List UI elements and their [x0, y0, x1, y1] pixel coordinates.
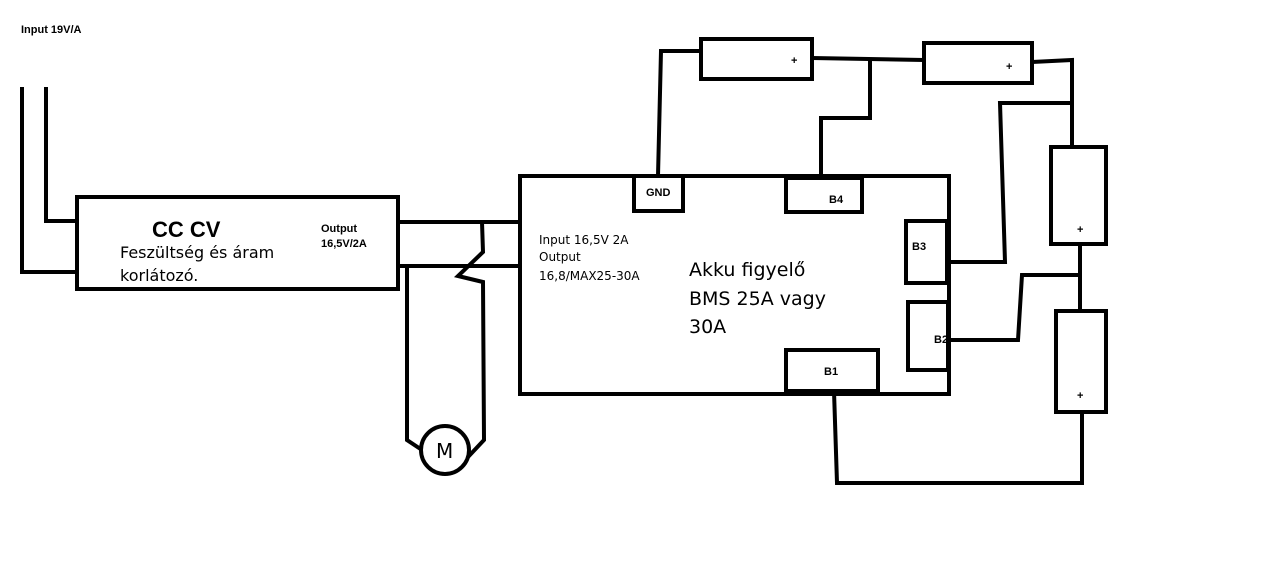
b4-label: B4: [829, 194, 844, 206]
input-label: Input 19V/A: [21, 24, 82, 36]
b3-terminal: [904, 219, 949, 285]
b2-wire: [948, 273, 1080, 342]
motor-wire-left: [405, 266, 424, 452]
bms-desc-line3: 30A: [689, 316, 726, 338]
cccv-desc-line1: Feszültség és áram: [120, 243, 274, 262]
input-wire-2: [44, 87, 77, 223]
battery-cell-4: [1054, 309, 1108, 414]
motor-label: M: [436, 439, 453, 463]
cell-2-plus: +: [1006, 61, 1012, 73]
cccv-output-line2: 16,5V/2A: [321, 238, 367, 250]
gnd-label: GND: [646, 187, 671, 199]
battery-cell-1: [699, 37, 814, 81]
motor-circle: [419, 424, 471, 476]
bms-io-line1: Input 16,5V 2A: [539, 233, 629, 247]
b3-wire: [947, 101, 1072, 264]
b3-label: B3: [912, 241, 926, 253]
b4-terminal: [784, 176, 864, 214]
b1-wire: [832, 390, 1084, 485]
bms-io-line3: 16,8/MAX25-30A: [539, 269, 640, 283]
bms-io-line2: Output: [539, 250, 581, 264]
cell-4-plus: +: [1077, 390, 1083, 402]
battery-cell-2: [922, 41, 1034, 85]
b4-wire: [819, 58, 872, 178]
battery-cell-3: [1049, 145, 1108, 246]
b1-terminal: [784, 348, 880, 393]
cccv-output-line1: Output: [321, 223, 357, 235]
cell-1-plus: +: [791, 55, 797, 67]
bms-module: [518, 174, 951, 396]
bms-desc-line2: BMS 25A vagy: [689, 288, 826, 310]
cccv-desc-line2: korlátozó.: [120, 266, 198, 285]
cccv-title: CC CV: [152, 217, 221, 242]
input-wire-1: [20, 87, 77, 274]
cccv-module: [75, 195, 400, 291]
b1-label: B1: [824, 366, 838, 378]
cell-3-plus: +: [1077, 224, 1083, 236]
gnd-wire: [656, 49, 701, 177]
bms-desc-line1: Akku figyelő: [689, 259, 805, 281]
b2-terminal: [906, 300, 950, 372]
b2-label: B2: [934, 334, 948, 346]
cell2-to-cell3-wire: [1031, 57, 1074, 147]
motor-wire-right: [453, 221, 487, 459]
